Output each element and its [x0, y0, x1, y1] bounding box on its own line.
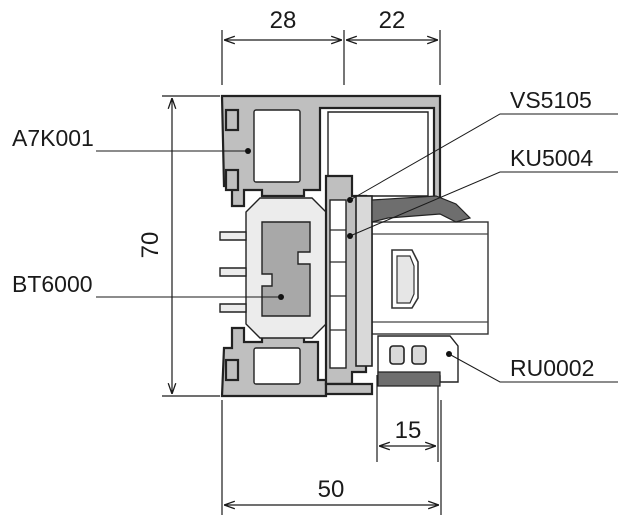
label-vs5105: VS5105: [510, 87, 592, 113]
dimension-22-label: 22: [379, 7, 406, 34]
dimension-22: 22: [346, 7, 441, 85]
seal-gasket-ru0002: [377, 335, 459, 387]
label-ku5004: KU5004: [510, 145, 593, 171]
dimension-70-label: 70: [137, 232, 164, 259]
leader-a7k001: [96, 148, 251, 154]
thermal-break-bt6000: [219, 197, 343, 339]
dimension-50-label: 50: [318, 476, 345, 503]
label-ru0002: RU0002: [510, 355, 594, 381]
dimension-15-label: 15: [395, 417, 422, 444]
leader-vs5105: [349, 113, 618, 201]
glazing-gasket-ku5004: [347, 195, 472, 239]
label-a7k001: A7K001: [12, 125, 94, 151]
glass-unit: [371, 221, 489, 335]
sash-foot: [324, 382, 374, 396]
dimension-28-label: 28: [270, 7, 297, 34]
dimension-50: 50: [221, 400, 442, 515]
dimension-15: 15: [376, 375, 439, 462]
glazing-bead-vs5105: [347, 195, 373, 367]
dimension-28: 28: [221, 7, 345, 85]
leader-ru0002: [448, 353, 618, 383]
label-bt6000: BT6000: [12, 271, 93, 297]
dimension-70: 70: [137, 95, 220, 397]
leader-ku5004: [349, 171, 618, 237]
